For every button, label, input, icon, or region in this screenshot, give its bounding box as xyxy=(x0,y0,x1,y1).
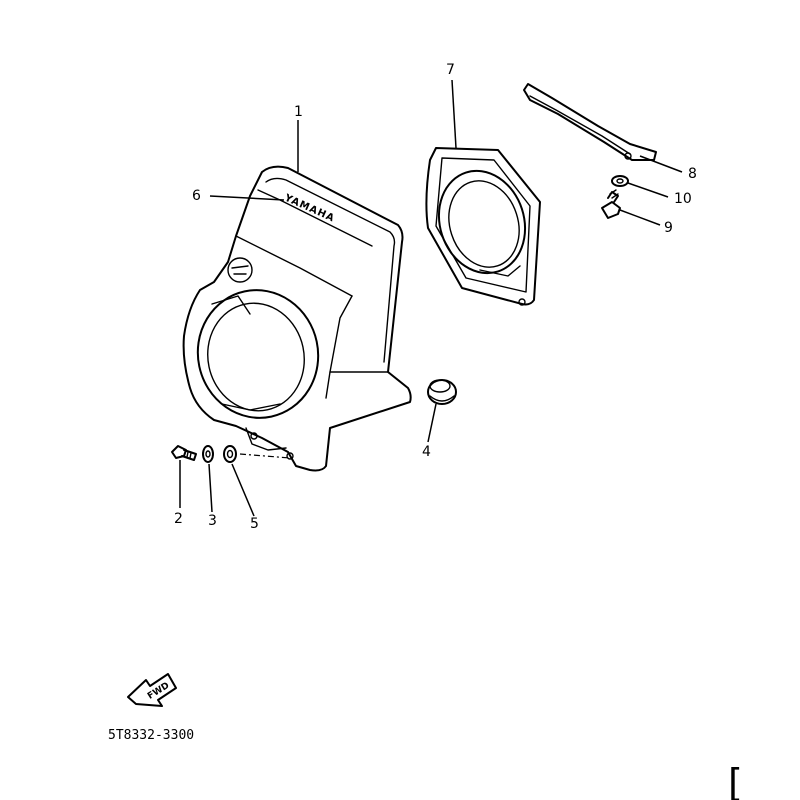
yamaha-emblem: YAMAHA xyxy=(282,192,337,224)
callout-7: 7 xyxy=(446,62,455,78)
callout-5: 5 xyxy=(250,516,259,532)
callout-10: 10 xyxy=(674,191,692,207)
washer-part-10 xyxy=(611,175,629,187)
headlight-cover-part: YAMAHA xyxy=(182,165,412,472)
callout-3: 3 xyxy=(208,513,217,529)
leader-lines xyxy=(179,79,683,517)
callout-labels: 1 6 7 8 10 9 4 2 3 5 xyxy=(174,62,697,532)
callout-8: 8 xyxy=(688,166,697,182)
bolt-part-9 xyxy=(601,189,621,219)
callout-6: 6 xyxy=(192,188,201,204)
assembly-line xyxy=(239,453,291,459)
stay-bracket-part xyxy=(523,83,657,161)
screw-part-2 xyxy=(171,445,197,461)
collar-part-5 xyxy=(223,445,237,463)
diagram-code: 5T8332-3300 xyxy=(108,728,194,743)
callout-1: 1 xyxy=(294,104,303,120)
fwd-direction-badge: FWD xyxy=(127,673,177,707)
headlight-rim-part xyxy=(425,147,541,306)
corner-bracket-mark: [ xyxy=(728,761,743,800)
washer-part-3 xyxy=(202,445,214,463)
callout-2: 2 xyxy=(174,511,183,527)
callout-9: 9 xyxy=(664,220,673,236)
callout-4: 4 xyxy=(422,444,431,460)
grommet-part-4 xyxy=(427,379,457,405)
